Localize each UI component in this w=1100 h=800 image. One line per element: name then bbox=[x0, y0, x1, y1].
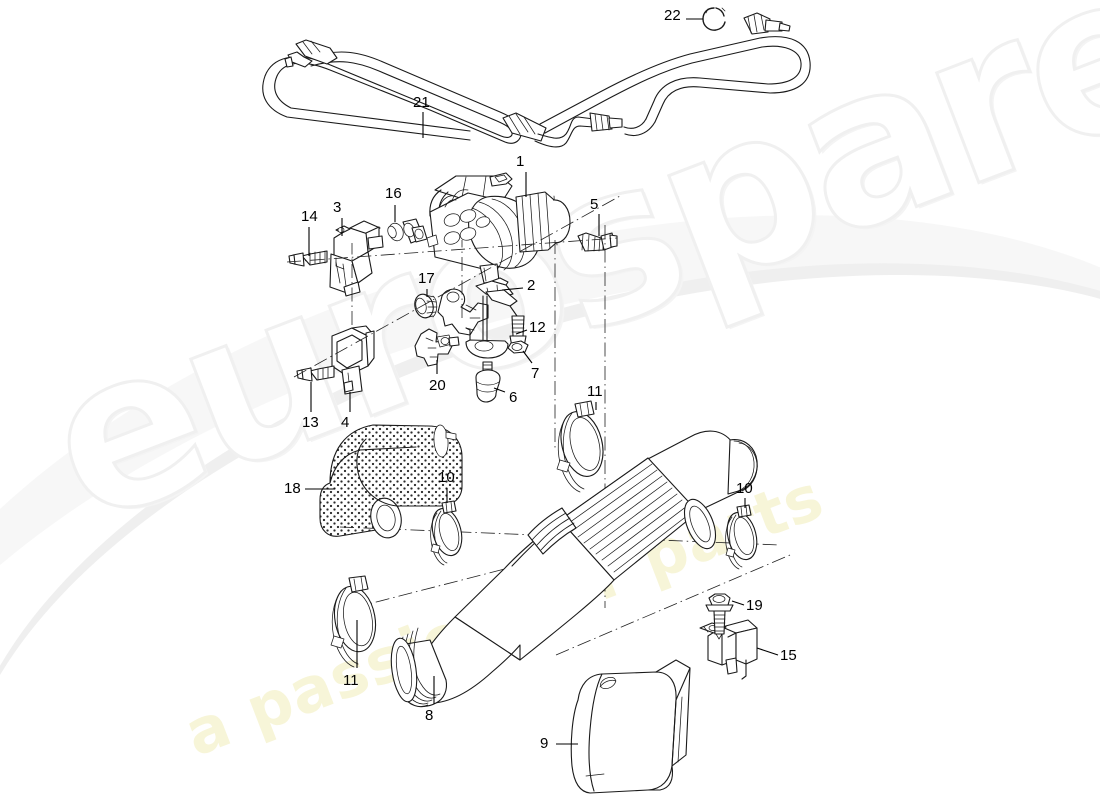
callout-20: 20 bbox=[429, 377, 446, 394]
callout-10-left: 10 bbox=[438, 469, 455, 486]
part-6-rubber-mount-buffer bbox=[475, 361, 501, 403]
part-7-hex-nut bbox=[507, 340, 529, 354]
part-13-hex-bolt bbox=[296, 365, 335, 382]
callout-1: 1 bbox=[516, 153, 525, 170]
callout-13: 13 bbox=[302, 414, 319, 431]
callout-8: 8 bbox=[425, 707, 434, 724]
callout-14: 14 bbox=[301, 208, 318, 225]
part-19-flange-bolt bbox=[705, 593, 734, 640]
callout-19: 19 bbox=[746, 597, 763, 614]
callout-15: 15 bbox=[780, 647, 797, 664]
part-11-hose-clamp-large-upper bbox=[556, 400, 604, 493]
part-18-insulating-sleeve bbox=[319, 424, 463, 539]
part-1-throttle-body bbox=[426, 172, 571, 284]
callout-12: 12 bbox=[529, 319, 546, 336]
callout-3: 3 bbox=[333, 199, 342, 216]
part-4-mounting-bracket bbox=[331, 325, 375, 395]
callout-21: 21 bbox=[413, 94, 430, 111]
callout-5: 5 bbox=[590, 196, 599, 213]
part-9-air-guide-duct bbox=[570, 659, 691, 794]
part-8-air-intake-hose bbox=[390, 430, 758, 708]
part-14-hex-bolt bbox=[288, 250, 328, 267]
part-17-bushing-grommet bbox=[414, 293, 438, 319]
callout-16: 16 bbox=[385, 185, 402, 202]
callout-17: 17 bbox=[418, 270, 435, 287]
callout-7: 7 bbox=[531, 365, 540, 382]
callout-18: 18 bbox=[284, 480, 301, 497]
callout-10-right: 10 bbox=[736, 480, 753, 497]
part-3-idle-air-control-valve bbox=[329, 220, 384, 297]
part-2-retaining-plate bbox=[437, 277, 518, 359]
part-10-hose-clamp-small-right bbox=[725, 504, 758, 570]
callout-leader-lines bbox=[305, 18, 779, 745]
part-5-hex-bolt bbox=[577, 232, 618, 252]
part-15-retaining-clip bbox=[699, 619, 758, 680]
part-16-gasket-seal bbox=[387, 218, 428, 244]
part-10-hose-clamp-small-left bbox=[430, 500, 463, 566]
callout-9: 9 bbox=[540, 735, 549, 752]
callout-4: 4 bbox=[341, 414, 350, 431]
callout-2: 2 bbox=[527, 277, 536, 294]
callout-6: 6 bbox=[509, 389, 518, 406]
part-11-hose-clamp-large-lower bbox=[330, 575, 377, 668]
callout-11-upper: 11 bbox=[587, 383, 603, 400]
part-20-lever-linkage bbox=[414, 328, 460, 367]
callout-11-lower: 11 bbox=[343, 672, 359, 689]
callout-22: 22 bbox=[664, 7, 681, 24]
part-21-vacuum-fuel-line bbox=[262, 7, 811, 148]
